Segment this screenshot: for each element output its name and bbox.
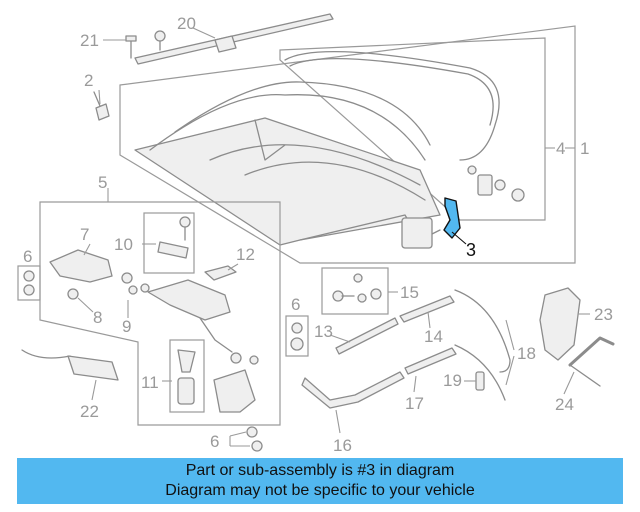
clip-part-19 bbox=[464, 371, 485, 391]
strip-part-14 bbox=[399, 295, 455, 323]
assembly-4-box bbox=[279, 37, 546, 221]
callout-4: 4 bbox=[556, 139, 565, 158]
callout-12: 12 bbox=[236, 245, 255, 264]
screw-set-part-15 bbox=[332, 273, 382, 303]
part-10-box bbox=[143, 212, 195, 274]
part-6-box-b bbox=[285, 315, 309, 357]
callout-3: 3 bbox=[466, 240, 476, 260]
bracket-part-7 bbox=[49, 249, 113, 283]
callout-6c: 6 bbox=[210, 432, 219, 451]
bolt-part-21 bbox=[125, 35, 137, 59]
screw-part-2 bbox=[93, 91, 110, 121]
rail-part-20 bbox=[134, 13, 334, 65]
callout-6a: 6 bbox=[23, 247, 32, 266]
strip-part-18-lower bbox=[454, 344, 506, 401]
rod-part-24 bbox=[568, 336, 615, 367]
callout-23: 23 bbox=[594, 305, 613, 324]
callout-10: 10 bbox=[114, 235, 133, 254]
bolt-part-10 bbox=[157, 216, 191, 259]
strip-part-17 bbox=[404, 347, 457, 375]
clip-part-21b bbox=[154, 30, 166, 51]
info-banner: Part or sub-assembly is #3 in diagram Di… bbox=[17, 458, 623, 504]
callout-22: 22 bbox=[80, 402, 99, 421]
part-15-box bbox=[321, 267, 389, 315]
callout-16: 16 bbox=[333, 436, 352, 455]
strip-part-16 bbox=[301, 371, 405, 409]
callout-7: 7 bbox=[80, 225, 89, 244]
callout-9: 9 bbox=[122, 317, 131, 336]
callout-20: 20 bbox=[177, 14, 196, 33]
callout-13: 13 bbox=[314, 322, 333, 341]
roof-weatherstrip bbox=[284, 51, 500, 161]
bracket-part-23 bbox=[539, 287, 581, 361]
callout-8: 8 bbox=[93, 308, 102, 327]
strip-part-18-upper bbox=[454, 289, 511, 373]
pin-part-9 bbox=[121, 272, 150, 295]
hinge-bracket-parts bbox=[467, 165, 525, 202]
callout-14: 14 bbox=[424, 327, 443, 346]
callout-19: 19 bbox=[443, 371, 462, 390]
washer-part-8 bbox=[67, 288, 79, 300]
part-6-washers-c bbox=[229, 426, 263, 452]
linkage-arm bbox=[147, 279, 231, 321]
cable-part-22 bbox=[21, 349, 119, 381]
strip-part-13 bbox=[335, 317, 399, 355]
banner-line-2: Diagram may not be specific to your vehi… bbox=[165, 482, 475, 499]
callout-2: 2 bbox=[84, 71, 93, 90]
lower-bracket bbox=[213, 369, 256, 413]
part-3-highlighted[interactable] bbox=[443, 197, 461, 239]
callout-1: 1 bbox=[580, 139, 589, 158]
callout-15: 15 bbox=[400, 283, 419, 302]
soft-top-frame bbox=[134, 81, 441, 249]
callout-18: 18 bbox=[517, 344, 536, 363]
callout-6b: 6 bbox=[291, 295, 300, 314]
callout-21: 21 bbox=[80, 31, 99, 50]
banner-line-1: Part or sub-assembly is #3 in diagram bbox=[185, 462, 455, 479]
part-3-leader bbox=[451, 231, 467, 245]
callout-17: 17 bbox=[405, 394, 424, 413]
assembly-1-box bbox=[119, 25, 576, 264]
callout-24: 24 bbox=[555, 395, 574, 414]
part-11-box bbox=[169, 339, 205, 413]
assembly-5-box bbox=[39, 201, 281, 426]
callout-11: 11 bbox=[141, 373, 159, 392]
callout-5: 5 bbox=[98, 173, 107, 192]
part-6-box-a bbox=[17, 265, 41, 301]
